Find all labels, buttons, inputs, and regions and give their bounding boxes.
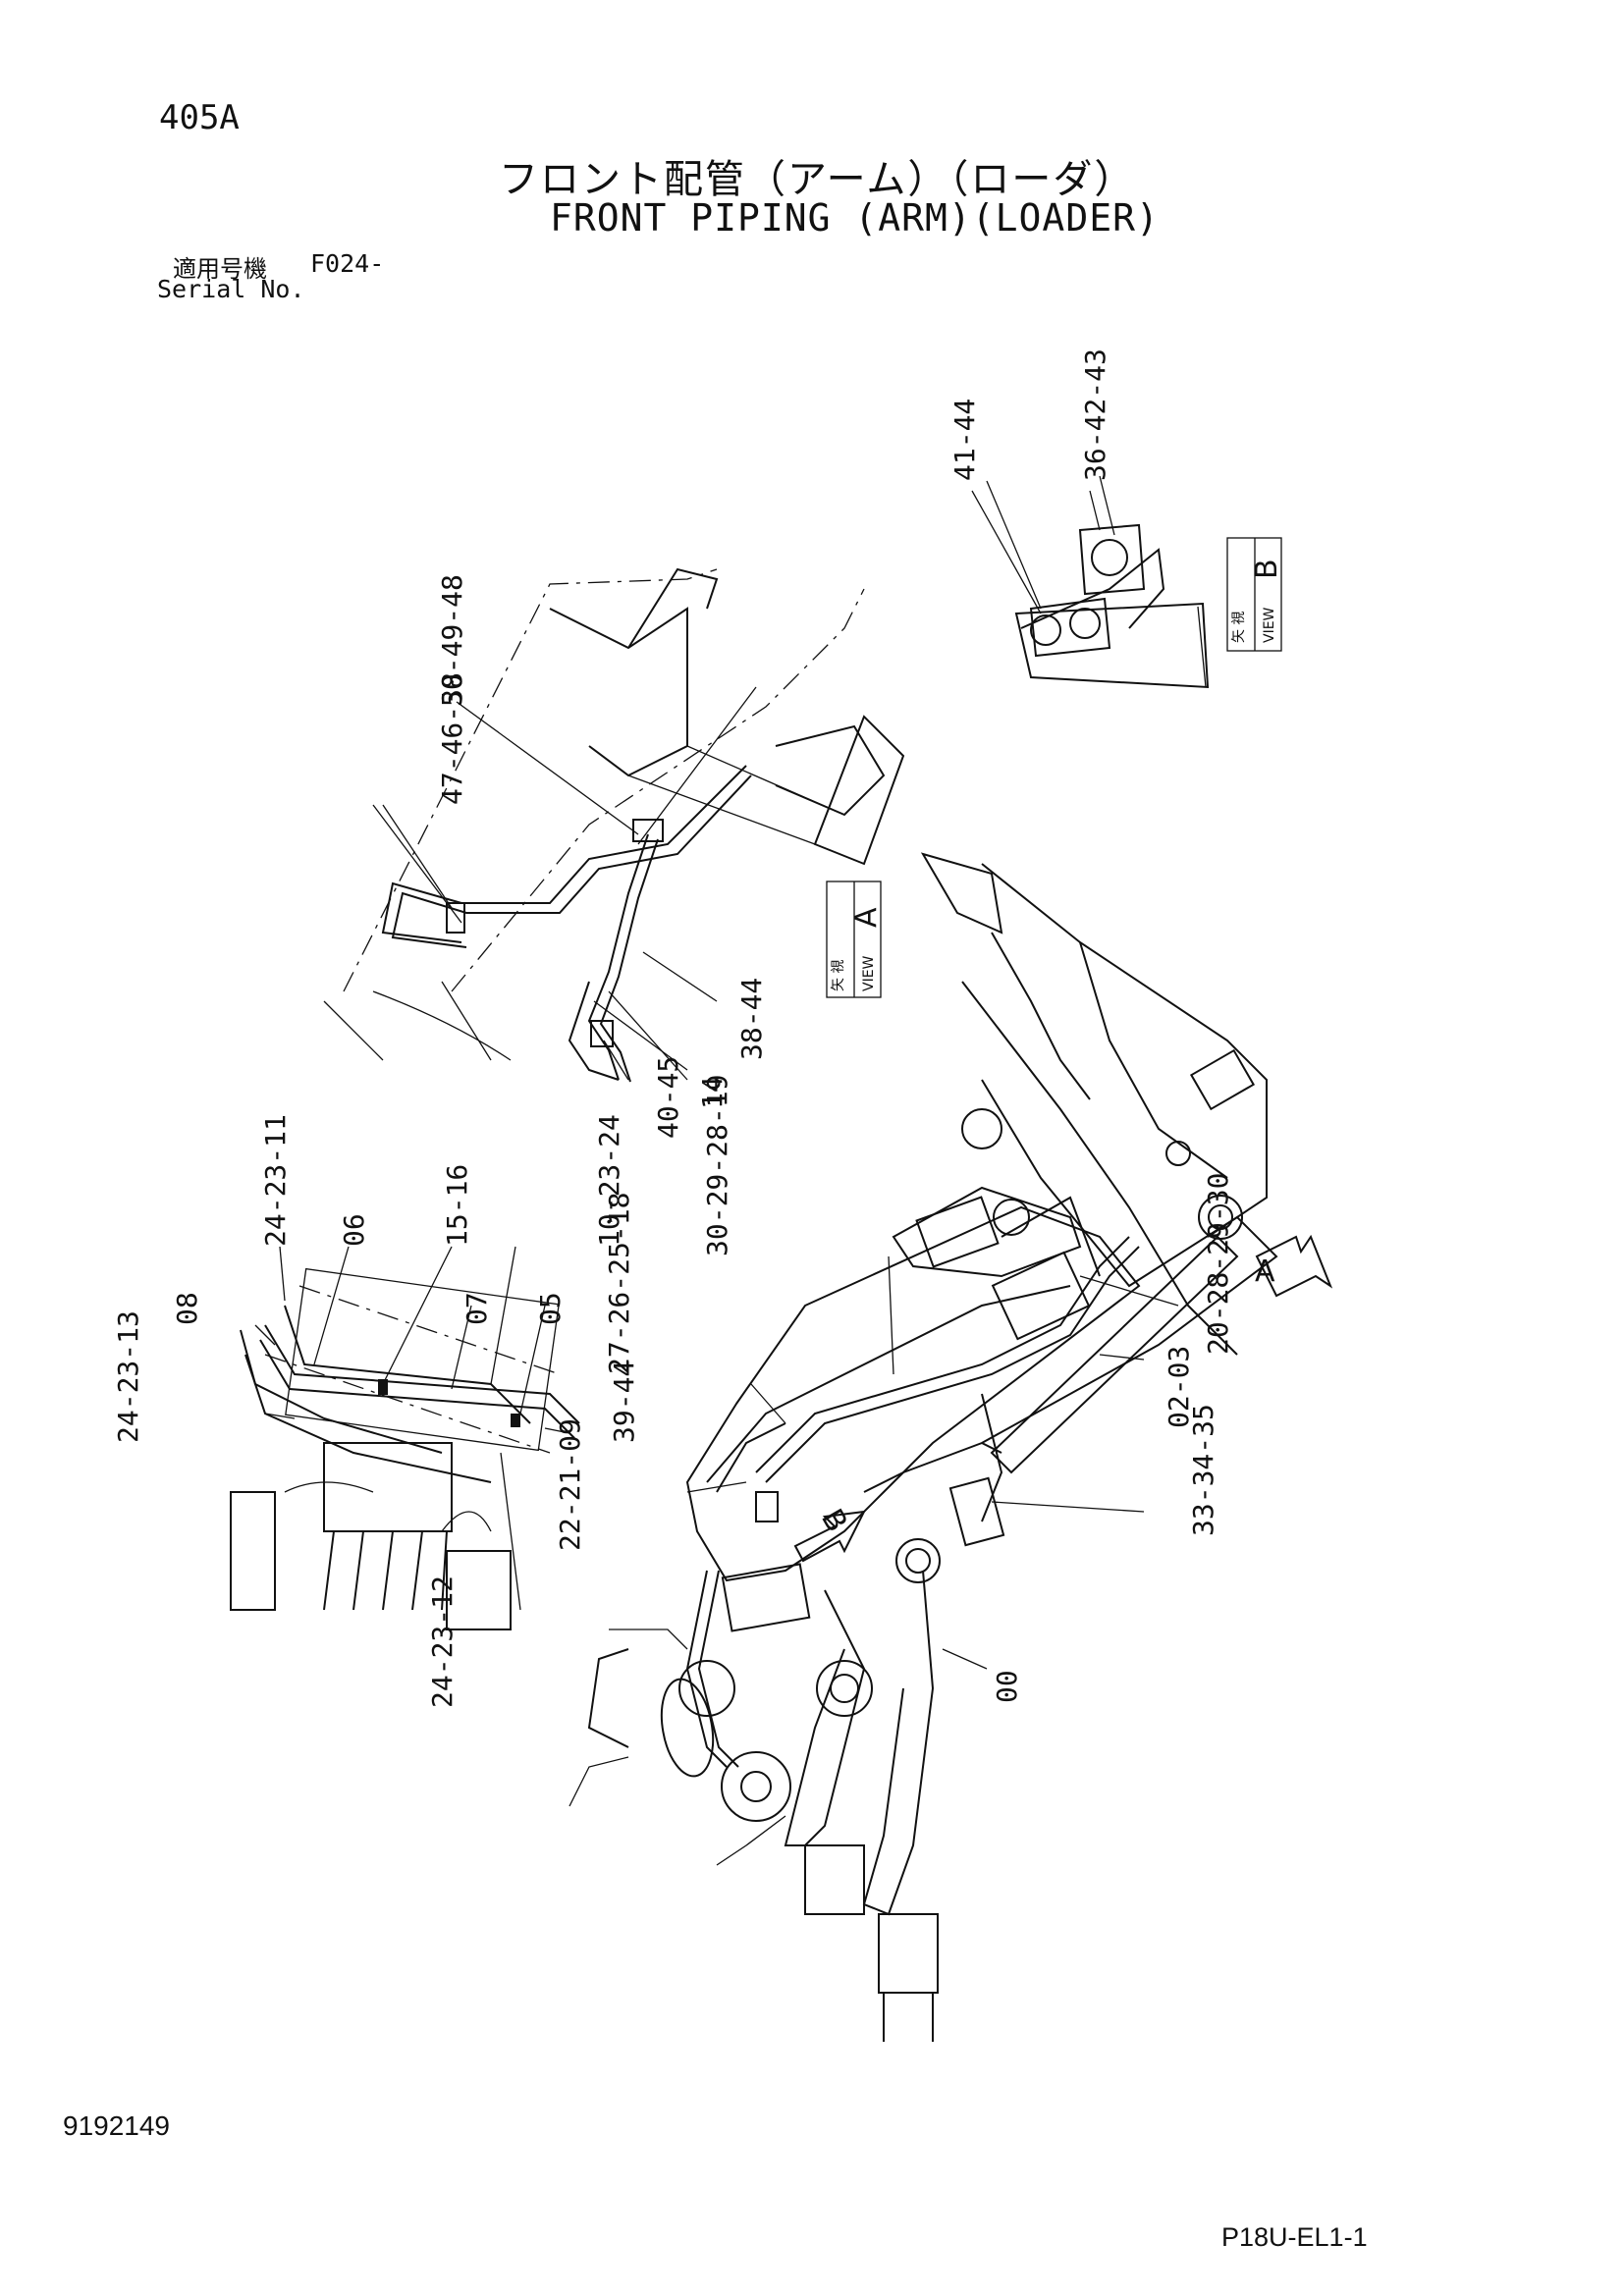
callout-10-23-24: 10-23-24 [593, 1114, 625, 1247]
callout-50-49-48: 50-49-48 [436, 574, 468, 707]
view-box-a: 矢 視 VIEW A [826, 881, 884, 998]
serial-label-japanese: 適用号機 [173, 255, 267, 283]
document-number: 9192149 [63, 2110, 171, 2141]
callout-06: 06 [338, 1213, 370, 1247]
callout-27-26-25-18: 27-26-25-18 [603, 1193, 635, 1374]
callout-14: 14 [696, 1076, 729, 1109]
callout-00: 00 [991, 1670, 1023, 1703]
view-a-arm-plate-drawing [323, 567, 905, 1083]
callout-30-29-28-19: 30-29-28-19 [701, 1075, 733, 1256]
view-a-letter: A [849, 907, 884, 928]
footer-code: P18U-EL1-1 [1221, 2222, 1368, 2252]
view-a-kanji: 矢 視 [831, 960, 846, 991]
page-number: 405A [159, 98, 240, 137]
callout-07: 07 [460, 1292, 493, 1325]
callout-02-03: 02-03 [1163, 1346, 1195, 1428]
callout-38-44: 38-44 [735, 978, 768, 1060]
callout-24-23-13: 24-23-13 [112, 1310, 144, 1443]
view-b-bracket-drawing [986, 475, 1210, 689]
title-japanese: フロント配管（アーム）（ローダ） [499, 157, 1136, 202]
callout-36-42-43: 36-42-43 [1079, 348, 1111, 481]
callout-33-34-35: 33-34-35 [1187, 1404, 1219, 1536]
view-b-kanji: 矢 視 [1231, 612, 1247, 643]
view-b-word: VIEW [1262, 607, 1277, 643]
callout-41-44: 41-44 [948, 399, 981, 481]
callout-22-21-09: 22-21-09 [554, 1418, 586, 1551]
callout-08: 08 [171, 1292, 203, 1325]
leader-lines [254, 490, 1179, 1670]
callout-20-28-29-30: 20-28-29-30 [1202, 1173, 1234, 1355]
callout-47-46-38: 47-46-38 [436, 672, 468, 805]
callout-15-16: 15-16 [441, 1164, 473, 1247]
callout-39-44: 39-44 [608, 1361, 640, 1443]
view-a-arrow-letter: A [1255, 1255, 1275, 1289]
view-box-b: 矢 視 VIEW B [1226, 537, 1284, 652]
callout-24-23-12: 24-23-12 [426, 1575, 459, 1708]
callout-40-45: 40-45 [652, 1056, 684, 1139]
callout-05: 05 [534, 1292, 567, 1325]
view-a-word: VIEW [861, 955, 877, 991]
valve-piping-drawing [230, 1267, 580, 1630]
view-b-direction-arrow: B [793, 1504, 866, 1563]
part-callouts: 41-44 36-42-43 50-49-48 47-46-38 38-44 1… [112, 348, 1234, 1708]
title-english: FRONT PIPING (ARM)(LOADER) [550, 196, 1160, 240]
view-b-letter: B [1250, 559, 1284, 579]
arm-assembly-drawing [568, 852, 1278, 2042]
serial-value: F024- [310, 249, 385, 278]
view-a-direction-arrow: A [1255, 1234, 1333, 1298]
callout-24-23-11: 24-23-11 [259, 1114, 292, 1247]
serial-label-english: Serial No. [157, 275, 305, 303]
